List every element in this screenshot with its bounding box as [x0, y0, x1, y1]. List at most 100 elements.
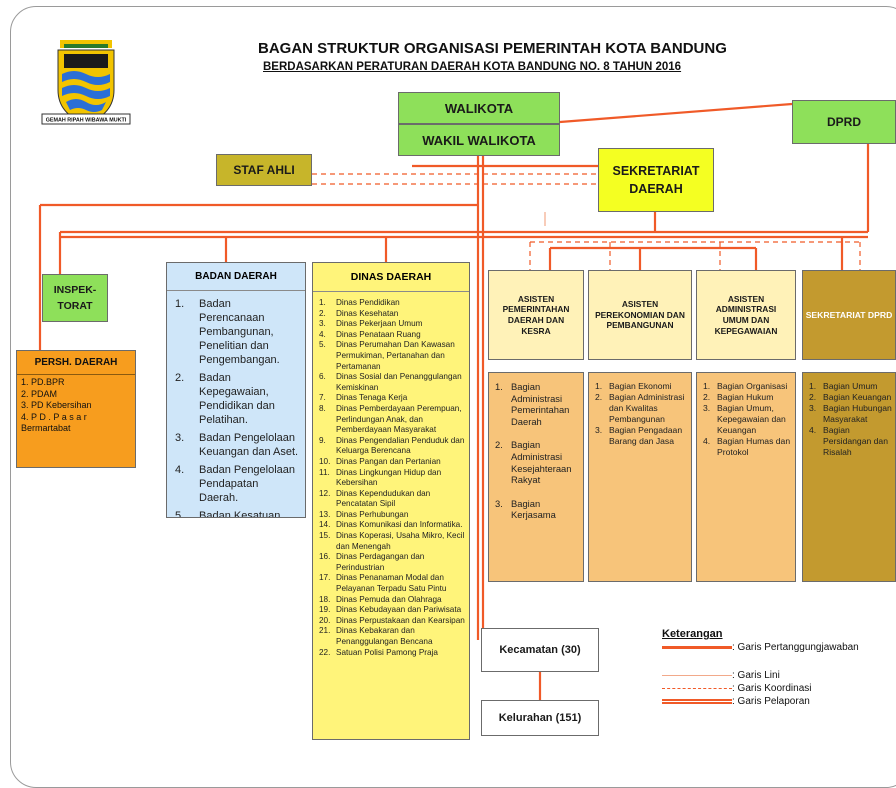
item-number: 1.	[809, 381, 817, 391]
item-number: 6.	[319, 372, 326, 382]
item-number: 16.	[319, 552, 331, 562]
asisten-administrasi-header: ASISTEN ADMINISTRASI UMUM DAN KEPEGAWAIA…	[696, 270, 796, 360]
item-number: 15.	[319, 531, 331, 541]
list-item: 11.Dinas Lingkungan Hidup dan Kebersihan	[319, 468, 465, 489]
list-item: 1.Dinas Pendidikan	[319, 298, 465, 309]
list-item: 9.Dinas Pengendalian Penduduk dan Keluar…	[319, 436, 465, 457]
item-text: Dinas Tenaga Kerja	[336, 393, 408, 403]
list-item: 12.Dinas Kependudukan dan Pencatatan Sip…	[319, 489, 465, 510]
item-text: Bagian Ekonomi	[609, 381, 672, 391]
item-text: Bagian Umum	[823, 381, 878, 391]
item-number: 5.	[319, 340, 326, 350]
item-text: Bagian Administrasi dan Kwalitas Pembang…	[609, 392, 685, 424]
item-text: Bagian Kerjasama	[511, 497, 556, 521]
item-number: 17.	[319, 573, 331, 583]
list-item: 5. Dinas Perumahan Dan Kawasan Permukiman…	[319, 340, 465, 372]
sekretariat-daerah-box: SEKRETARIAT DAERAH	[598, 148, 714, 212]
item-text: Bagian Pengadaan Barang dan Jasa	[609, 425, 683, 446]
page-title: BAGAN STRUKTUR ORGANISASI PEMERINTAH KOT…	[258, 40, 727, 57]
item-text: Bagian Umum, Kepegawaian dan Keuangan	[717, 403, 786, 435]
item-text: Dinas Pemberdayaan Perempuan, Perlindung…	[336, 403, 462, 435]
list-item: 3.Bagian Umum, Kepegawaian dan Keuangan	[703, 403, 791, 436]
list-item: 6. Dinas Sosial dan Penanggulangan Kemisk…	[319, 372, 465, 393]
list-item: 16.Dinas Perdagangan dan Perindustrian	[319, 552, 465, 573]
item-text: Dinas Perpustakaan dan Kearsipan	[336, 615, 465, 625]
item-number: 2.	[703, 392, 711, 402]
kelurahan-label: Kelurahan (151)	[498, 712, 582, 724]
item-text: Dinas Kesehatan	[336, 308, 399, 318]
persh-daerah-title: PERSH. DAERAH	[17, 351, 135, 375]
item-text: Dinas Pemuda dan Olahraga	[336, 594, 442, 604]
list-item: 14. Dinas Komunikasi dan Informatika.	[319, 520, 465, 531]
list-item: 3. Bagian Pengadaan Barang dan Jasa	[595, 425, 687, 447]
item-number: 10.	[319, 456, 331, 466]
list-item: 1.Bagian Ekonomi	[595, 381, 687, 392]
item-number: 3.	[319, 319, 326, 329]
item-text: Dinas Komunikasi dan Informatika.	[336, 520, 463, 530]
list-item: 5.Badan Kesatuan Bangsa dan Politik.	[175, 509, 299, 518]
item-number: 8.	[319, 403, 326, 413]
item-number: 1.	[495, 381, 503, 392]
legend-label: : Garis Lini	[732, 670, 780, 681]
item-text: Dinas Sosial dan Penanggulangan Kemiskin…	[336, 372, 462, 392]
walikota-label: WALIKOTA	[444, 100, 514, 116]
badan-daerah-title: BADAN DAERAH	[167, 263, 305, 291]
line-swatch	[662, 675, 732, 682]
item-text: Bagian Hubungan Masyarakat	[823, 403, 892, 424]
dprd-label: DPRD	[826, 115, 861, 129]
list-item: 2.Bagian Keuangan	[809, 392, 893, 403]
item-text: Dinas Perumahan Dan Kawasan Permukiman, …	[336, 340, 455, 371]
legend-label: : Garis Koordinasi	[732, 683, 812, 694]
item-number: 19.	[319, 605, 331, 615]
item-text: Badan Pengelolaan Keuangan dan Aset.	[199, 432, 299, 458]
item-text: Dinas Koperasi, Usaha Mikro, Kecil dan M…	[336, 531, 465, 551]
item-text: Dinas Kebakaran dan Penanggulangan Benca…	[336, 626, 433, 646]
list-item: 19. Dinas Kebudayaan dan Pariwisata	[319, 605, 465, 616]
legend-label: : Garis Pelaporan	[732, 696, 810, 707]
item-number: 1.	[703, 381, 711, 391]
item-number: 13.	[319, 509, 331, 519]
list-item: 3. Bagian Hubungan Masyarakat	[809, 403, 893, 425]
item-number: 11.	[319, 467, 330, 477]
persh-item: 2. PDAM	[21, 388, 58, 399]
list-item: 2.Dinas Kesehatan	[319, 309, 465, 320]
list-item: 3. Badan Pengelolaan Keuangan dan Aset.	[175, 431, 299, 459]
item-text: Dinas Penanaman Modal dan Pelayanan Terp…	[336, 573, 447, 594]
city-emblem-icon: GEMAH RIPAH WIBAWA MUKTI	[41, 40, 131, 125]
item-text: Dinas Kependudukan dan Pencatatan Sipil	[336, 488, 431, 509]
item-number: 1.	[175, 298, 185, 310]
item-text: Satuan Polisi Pamong Praja	[336, 647, 438, 657]
item-number: 2.	[595, 392, 603, 402]
list-item: 1.Bagian Organisasi	[703, 381, 791, 392]
item-text: Dinas Pekerjaan Umum	[336, 319, 423, 329]
walikota-box: WALIKOTA	[398, 92, 560, 124]
item-number: 14.	[319, 520, 331, 530]
item-text: Badan Pengelolaan Pendapatan Daerah.	[199, 464, 296, 504]
sekretariat-dprd-header: SEKRETARIAT DPRD	[802, 270, 896, 360]
list-item: 1.Badan Perencanaan Pembangunan, Penelit…	[175, 297, 299, 367]
item-number: 22.	[319, 647, 331, 657]
list-item: 15. Dinas Koperasi, Usaha Mikro, Kecil da…	[319, 531, 465, 552]
legend-row: : Garis Lini	[662, 670, 882, 683]
item-number: 20.	[319, 615, 331, 625]
legend-row: : Garis Pelaporan	[662, 696, 882, 709]
staf-ahli-box: STAF AHLI	[216, 154, 312, 186]
item-number: 5.	[175, 510, 185, 518]
list-item: 1. Bagian Administrasi Pemerintahan Daera…	[495, 381, 579, 427]
item-text: Badan Kepegawaian, Pendidikan dan Pelati…	[199, 372, 275, 426]
kecamatan-label: Kecamatan (30)	[499, 644, 581, 656]
list-item: 8. Dinas Pemberdayaan Perempuan, Perlindu…	[319, 404, 465, 436]
list-item: 2.Badan Kepegawaian, Pendidikan dan Pela…	[175, 371, 299, 427]
item-text: Bagian Administrasi Pemerintahan Daerah	[511, 381, 570, 427]
item-number: 4.	[319, 329, 326, 339]
asisten-pemerintahan-body: 1. Bagian Administrasi Pemerintahan Daera…	[488, 372, 584, 582]
dinas-daerah-title: DINAS DAERAH	[313, 263, 469, 292]
item-text: Dinas Kebudayaan dan Pariwisata	[336, 605, 462, 615]
item-number: 3.	[175, 432, 185, 444]
item-number: 3.	[809, 403, 817, 413]
item-number: 3.	[495, 497, 503, 509]
item-number: 3.	[595, 425, 603, 435]
